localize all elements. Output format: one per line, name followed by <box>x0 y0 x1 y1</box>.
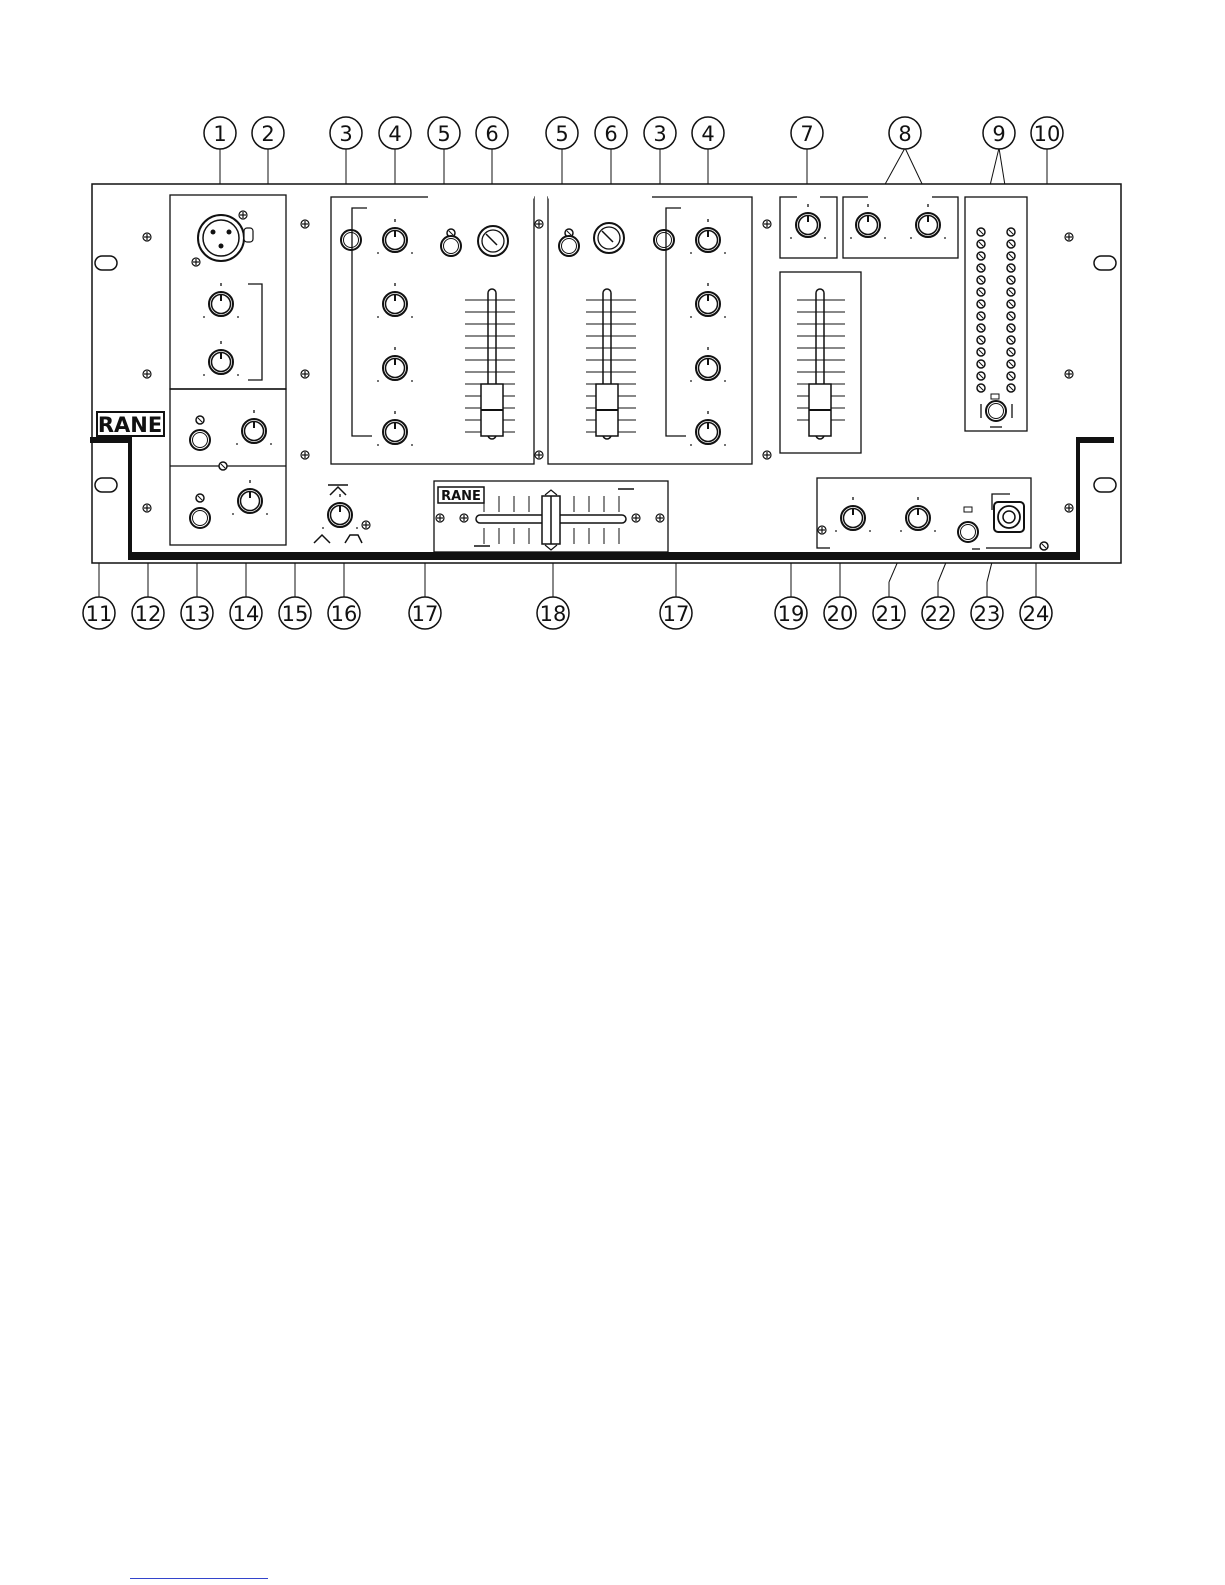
callout-1: 1 <box>204 117 236 149</box>
crossfader[interactable] <box>476 490 626 550</box>
callout-13: 13 <box>181 597 213 629</box>
svg-text:3: 3 <box>653 122 666 146</box>
ch1-meter-gauge <box>478 226 508 256</box>
svg-text:11: 11 <box>86 602 113 626</box>
callout-17-ch2: 17 <box>660 597 692 629</box>
loop-button[interactable] <box>190 508 210 528</box>
power-led <box>1040 542 1048 550</box>
callout-8: 8 <box>889 117 921 149</box>
callout-22: 22 <box>922 597 954 629</box>
callout-5: 5 <box>428 117 460 149</box>
callout-6: 6 <box>476 117 508 149</box>
callout-20: 20 <box>824 597 856 629</box>
callout-3-ch2: 3 <box>644 117 676 149</box>
effect-led-indicator <box>196 416 204 424</box>
svg-text:12: 12 <box>135 602 162 626</box>
svg-text:5: 5 <box>437 122 450 146</box>
callout-7: 7 <box>791 117 823 149</box>
effect-button[interactable] <box>190 430 210 450</box>
callout-2: 2 <box>252 117 284 149</box>
headphone-jack-icon[interactable] <box>994 502 1024 532</box>
svg-text:6: 6 <box>604 122 617 146</box>
ch1-input-select-button[interactable] <box>341 230 361 250</box>
callout-19: 19 <box>775 597 807 629</box>
split-cue-button[interactable] <box>958 522 978 542</box>
footer-rule <box>130 1578 268 1579</box>
callout-21: 21 <box>873 597 905 629</box>
svg-text:18: 18 <box>540 602 567 626</box>
brand-logo-text: RANE <box>98 413 162 437</box>
svg-text:19: 19 <box>778 602 805 626</box>
meter-mode-button[interactable] <box>986 401 1006 421</box>
callout-6-ch2: 6 <box>595 117 627 149</box>
svg-text:24: 24 <box>1023 602 1050 626</box>
svg-text:3: 3 <box>339 122 352 146</box>
callout-14: 14 <box>230 597 262 629</box>
svg-text:6: 6 <box>485 122 498 146</box>
svg-text:8: 8 <box>898 122 911 146</box>
svg-text:17: 17 <box>663 602 690 626</box>
callout-9: 9 <box>983 117 1015 149</box>
callout-24: 24 <box>1020 597 1052 629</box>
svg-text:22: 22 <box>925 602 952 626</box>
status-led <box>219 462 227 470</box>
svg-text:14: 14 <box>233 602 260 626</box>
svg-text:13: 13 <box>184 602 211 626</box>
ch2-meter-gauge <box>594 223 624 253</box>
ch1-cue-button[interactable] <box>441 236 461 256</box>
callout-23: 23 <box>971 597 1003 629</box>
svg-text:16: 16 <box>331 602 358 626</box>
svg-text:17: 17 <box>412 602 439 626</box>
loop-led-indicator <box>196 494 204 502</box>
crossfader-module: RANE <box>434 481 668 552</box>
callout-3: 3 <box>330 117 362 149</box>
callout-15: 15 <box>279 597 311 629</box>
brand-logo: RANE <box>97 412 164 437</box>
svg-text:2: 2 <box>261 122 274 146</box>
callout-12: 12 <box>132 597 164 629</box>
callout-18: 18 <box>537 597 569 629</box>
callout-4: 4 <box>379 117 411 149</box>
svg-text:23: 23 <box>974 602 1001 626</box>
callout-16: 16 <box>328 597 360 629</box>
callout-4-ch2: 4 <box>692 117 724 149</box>
svg-text:4: 4 <box>701 122 714 146</box>
svg-text:9: 9 <box>992 122 1005 146</box>
svg-text:5: 5 <box>555 122 568 146</box>
callout-10: 10 <box>1031 117 1063 149</box>
callout-11: 11 <box>83 597 115 629</box>
svg-text:10: 10 <box>1034 122 1061 146</box>
ch2-input-select-button[interactable] <box>654 230 674 250</box>
callouts-top: 1 2 3 4 5 6 5 6 3 4 7 8 9 10 <box>204 117 1063 149</box>
svg-text:20: 20 <box>827 602 854 626</box>
svg-text:7: 7 <box>800 122 813 146</box>
ch2-cue-button[interactable] <box>559 236 579 256</box>
svg-text:15: 15 <box>282 602 309 626</box>
callout-5-ch2: 5 <box>546 117 578 149</box>
crossfader-logo-text: RANE <box>441 489 481 504</box>
svg-text:1: 1 <box>213 122 226 146</box>
svg-text:4: 4 <box>388 122 401 146</box>
callouts-bottom: 11 12 13 14 15 16 17 18 17 19 20 21 22 2… <box>83 597 1052 629</box>
callout-17: 17 <box>409 597 441 629</box>
svg-text:21: 21 <box>876 602 903 626</box>
